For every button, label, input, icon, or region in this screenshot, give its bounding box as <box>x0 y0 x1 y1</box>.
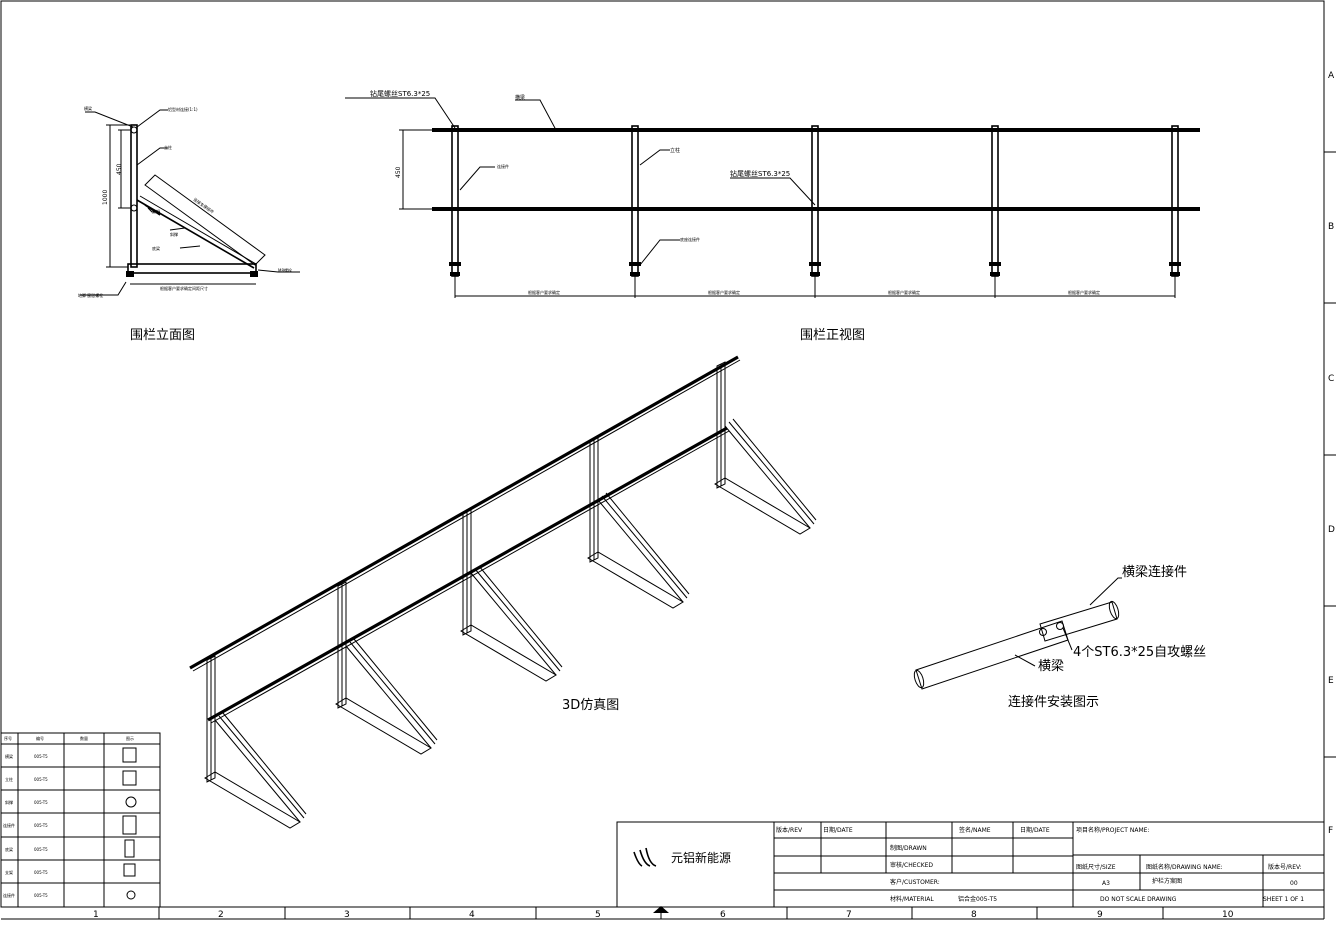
front-span-4: 根据客户要求确定 <box>1068 289 1100 295</box>
table-row-6-code: 005-T5 <box>34 870 48 875</box>
side-label-bracket: 支架 <box>152 208 160 214</box>
front-label-base: 底座连接件 <box>680 236 700 242</box>
table-row-4-name: 连接件 <box>3 822 15 828</box>
front-label-connector: 连接件 <box>497 163 509 169</box>
front-span-3: 根据客户要求确定 <box>888 289 920 295</box>
iso-view-title: 3D仿真图 <box>562 698 619 713</box>
connector-label-part: 横梁连接件 <box>1122 564 1187 580</box>
front-span-1: 根据客户要求确定 <box>528 289 560 295</box>
front-label-rail: 横梁 <box>515 94 525 101</box>
material-value: 铝合金005-T5 <box>958 895 997 903</box>
side-label-top-right: 铝型材连接(1:1) <box>168 106 198 112</box>
side-label-support: 斜撑 <box>170 231 178 237</box>
project-label: 项目名称/PROJECT NAME: <box>1076 826 1149 834</box>
table-row-6-name: 支架 <box>5 869 13 875</box>
table-row-5-code: 005-T5 <box>34 847 48 852</box>
material-label: 材料/MATERIAL <box>890 895 934 903</box>
col-4: 4 <box>469 910 475 920</box>
col-5: 5 <box>595 910 601 920</box>
row-E: E <box>1328 676 1334 686</box>
front-view <box>345 97 1200 298</box>
front-view-title: 围栏正视图 <box>800 328 865 343</box>
side-label-brace: 底梁 <box>152 245 160 251</box>
col-3: 3 <box>344 910 350 920</box>
side-label-bottom-dim: 根据客户要求确定间距尺寸 <box>160 285 208 291</box>
row-C: C <box>1328 374 1334 384</box>
parts-table <box>0 732 161 908</box>
table-header-3: 数量 <box>80 735 88 741</box>
row-B: B <box>1328 222 1334 232</box>
sheet-number: SHEET 1 OF 1 <box>1263 896 1304 903</box>
row-A: A <box>1328 71 1335 81</box>
row-D: D <box>1328 525 1335 535</box>
connector-view-title: 连接件安装图示 <box>1008 694 1099 710</box>
rev-label-2: 版本号/REV: <box>1268 863 1302 871</box>
company-name: 元铝新能源 <box>671 850 731 865</box>
col-2: 2 <box>218 910 224 920</box>
drawing-name-value: 护栏方案图 <box>1152 877 1182 885</box>
customer-label: 客户/CUSTOMER: <box>890 878 940 886</box>
connector-label-beam: 横梁 <box>1038 659 1064 674</box>
table-header-1: 序号 <box>4 735 12 741</box>
col-8: 8 <box>971 910 977 920</box>
front-span-2: 根据客户要求确定 <box>708 289 740 295</box>
front-dim-450: 450 <box>395 166 402 178</box>
side-label-bottom-left: 地脚 膨胀螺栓 <box>78 292 103 298</box>
name-label: 签名/NAME <box>959 826 991 834</box>
connector-detail <box>913 577 1122 690</box>
company-logo <box>633 847 657 867</box>
front-label-screw: 钻尾螺丝ST6.3*25 <box>370 89 430 98</box>
center-mark-arrow <box>653 906 669 913</box>
row-F: F <box>1328 826 1333 836</box>
connector-label-screws: 4个ST6.3*25自攻螺丝 <box>1073 645 1206 660</box>
table-row-3-code: 005-T5 <box>34 800 48 805</box>
col-1: 1 <box>93 910 99 920</box>
table-row-2-name: 立柱 <box>5 776 13 782</box>
table-row-7-name: 连接件 <box>3 892 15 898</box>
date-label-2: 日期/DATE <box>1020 826 1050 834</box>
side-dim-450: 450 <box>116 163 123 175</box>
table-row-5-name: 底梁 <box>5 846 13 852</box>
checked-label: 审核/CHECKED <box>890 861 933 869</box>
table-header-2: 编号 <box>36 735 44 741</box>
size-value: A3 <box>1102 880 1110 887</box>
side-label-top: 横梁 <box>84 105 92 111</box>
side-elevation-view <box>80 109 300 296</box>
title-block <box>616 821 1325 908</box>
front-label-post: 立柱 <box>670 147 680 154</box>
iso-view <box>189 355 817 829</box>
side-label-pipe: 立柱 <box>164 144 172 150</box>
front-label-screw2: 钻尾螺丝ST6.3*25 <box>730 169 790 178</box>
col-9: 9 <box>1097 910 1103 920</box>
table-row-1-code: 005-T5 <box>34 754 48 759</box>
rev-value: 00 <box>1290 880 1298 887</box>
rev-label: 版本/REV <box>776 826 803 834</box>
table-row-4-code: 005-T5 <box>34 823 48 828</box>
side-view-title: 围栏立面图 <box>130 328 195 343</box>
table-row-1-name: 横梁 <box>5 753 13 759</box>
table-header-4: 图示 <box>126 735 134 741</box>
side-label-bolt: M8螺栓 <box>278 267 292 273</box>
drawing-name-label: 图纸名称/DRAWING NAME: <box>1146 863 1223 871</box>
sheet-border <box>0 0 1325 908</box>
table-row-2-code: 005-T5 <box>34 777 48 782</box>
col-10: 10 <box>1222 910 1234 920</box>
table-row-7-code: 005-T5 <box>34 893 48 898</box>
date-label: 日期/DATE <box>823 826 853 834</box>
col-6: 6 <box>720 910 726 920</box>
side-dim-1000: 1000 <box>102 190 109 205</box>
do-not-scale: DO NOT SCALE DRAWING <box>1100 896 1177 903</box>
drawn-label: 制图/DRAWN <box>890 844 927 852</box>
table-row-3-name: 斜撑 <box>5 799 13 805</box>
col-7: 7 <box>846 910 852 920</box>
size-label: 图纸尺寸/SIZE <box>1076 863 1116 871</box>
right-zone-ruler <box>1324 151 1336 758</box>
